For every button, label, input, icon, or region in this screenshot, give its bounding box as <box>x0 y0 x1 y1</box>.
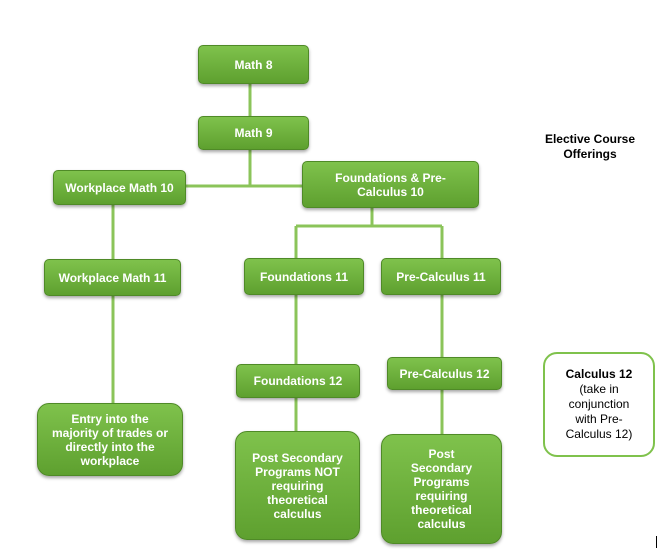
math9-box: Math 9 <box>198 116 309 150</box>
workplace-math-10-label: Workplace Math 10 <box>65 180 174 195</box>
trades-outcome-label: Entry into the majority of trades or dir… <box>51 411 169 468</box>
pre-calculus-11-box: Pre-Calculus 11 <box>381 258 501 295</box>
pre-calculus-12-label: Pre-Calculus 12 <box>399 366 490 381</box>
workplace-math-11-box: Workplace Math 11 <box>44 259 181 296</box>
foundations-12-label: Foundations 12 <box>253 374 343 388</box>
trades-outcome-box: Entry into the majority of trades or dir… <box>37 403 183 476</box>
post-secondary-not-theoretical-label: Post Secondary Programs NOT requiring th… <box>252 450 343 521</box>
foundations-precalc-10-box: Foundations & Pre- Calculus 10 <box>302 161 479 208</box>
post-secondary-not-theoretical-box: Post Secondary Programs NOT requiring th… <box>235 431 360 540</box>
foundations-11-label: Foundations 11 <box>259 269 348 284</box>
foundations-12-box: Foundations 12 <box>236 364 360 398</box>
foundations-11-box: Foundations 11 <box>244 258 364 295</box>
math9-label: Math 9 <box>234 126 273 140</box>
workplace-math-10-box: Workplace Math 10 <box>53 170 186 205</box>
pre-calculus-12-box: Pre-Calculus 12 <box>387 357 502 390</box>
foundations-precalc-10-label: Foundations & Pre- Calculus 10 <box>335 170 446 199</box>
math8-label: Math 8 <box>234 57 273 72</box>
calculus-12-title: Calculus 12 <box>565 367 633 381</box>
math8-box: Math 8 <box>198 45 309 84</box>
post-secondary-theoretical-box: Post Secondary Programs requiring theore… <box>381 434 502 544</box>
pre-calculus-11-label: Pre-Calculus 11 <box>396 269 486 284</box>
calculus-12-note: (take in conjunction with Pre- Calculus … <box>565 382 633 441</box>
elective-heading: Elective Course Offerings <box>544 132 636 161</box>
workplace-math-11-label: Workplace Math 11 <box>58 270 167 285</box>
post-secondary-theoretical-label: Post Secondary Programs requiring theore… <box>410 447 473 531</box>
text-cursor-mark <box>656 536 657 548</box>
calculus-12-box: Calculus 12 (take in conjunction with Pr… <box>543 352 655 457</box>
